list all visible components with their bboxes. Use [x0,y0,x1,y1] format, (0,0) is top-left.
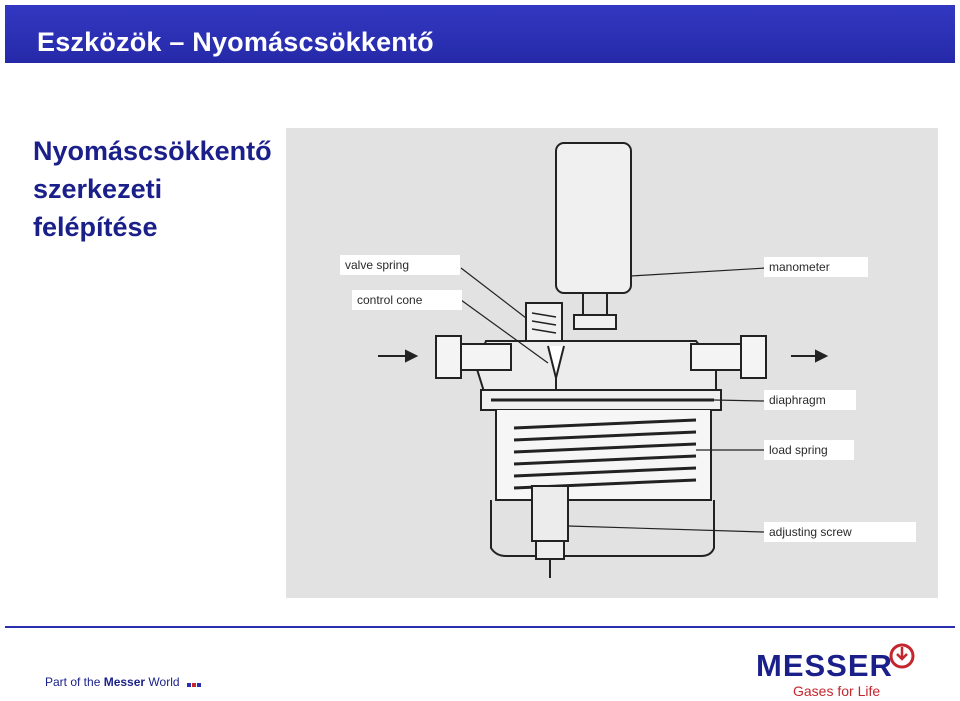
label-manometer: manometer [764,257,868,277]
messer-logo: MESSER Gases for Life [756,643,915,699]
inlet-nut [435,335,462,379]
valve-spring-housing [525,302,563,346]
tagline-brand: Messer [103,675,146,689]
outlet-pipe [690,343,742,371]
outlet-arrow-head [815,349,829,363]
manometer-gauge [555,142,632,294]
label-control-cone: control cone [352,290,462,310]
messer-emblem-icon [889,643,915,669]
bonnet [490,500,715,557]
leader-control-cone [460,299,549,364]
inlet-pipe [460,343,512,371]
page-title: Eszközök – Nyomáscsökkentő [37,27,434,57]
tagline-prefix: Part of the [45,675,104,689]
label-adjusting-screw: adjusting screw [764,522,916,542]
leader-manometer [630,267,767,277]
world-dots-icon [186,676,202,690]
tagline-suffix: World [145,675,180,689]
subtitle-line-2: szerkezeti [33,174,163,204]
subtitle-line-1: Nyomáscsökkentő [33,136,272,166]
title-bar: Eszközök – Nyomáscsökkentő [5,5,955,63]
subtitle-line-3: felépítése [33,212,158,242]
inlet-arrow-head [405,349,419,363]
brand-tagline: Gases for Life [793,683,881,699]
leader-valve-spring [460,267,527,319]
label-diaphragm: diaphragm [764,390,856,410]
slide-subtitle: Nyomáscsökkentő szerkezeti felépítése [33,132,272,246]
manometer-neck [582,292,608,316]
pressure-regulator-diagram: valve spring control cone manometer diap… [286,128,938,598]
load-spring-coil [513,418,697,490]
label-valve-spring: valve spring [340,255,460,275]
adjusting-knob [535,540,565,560]
messer-world-tagline: Part of the Messer World [45,675,202,690]
regulator-drawing [378,142,829,578]
manometer-nut [573,314,617,330]
footer-divider [5,626,955,628]
label-load-spring: load spring [764,440,854,460]
leader-diaphragm [713,399,765,402]
valve-spring-coil [531,312,557,334]
brand-name: MESSER [756,648,893,683]
leader-adjusting-screw [567,525,765,533]
adjusting-screw [531,485,569,542]
outlet-nut [740,335,767,379]
